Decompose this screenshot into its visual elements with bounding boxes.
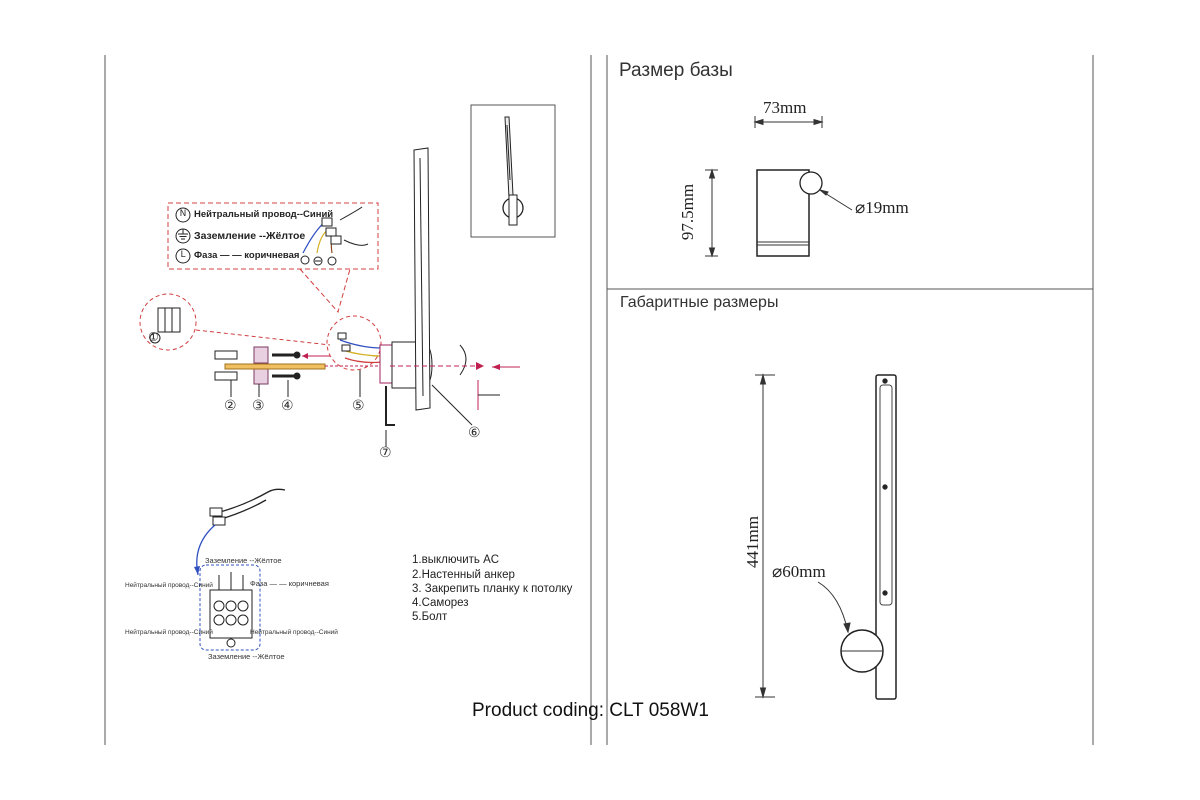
terminal-ground-top: Заземление --Жёлтое [205,556,282,565]
step-4: 4.Саморез [412,597,469,609]
terminal-neutral-left2: Нейтральный провод--Синий [125,629,213,636]
base-height-label: 97.5mm [678,183,698,241]
product-thumbnail [470,104,556,238]
wiring-legend-box [167,202,379,314]
overall-size-title: Габаритные размеры [620,294,779,311]
overall-size-drawing [755,373,897,700]
step-5: 5.Болт [412,611,448,623]
part-number-1: ① [148,330,159,344]
base-size-drawing [705,116,853,258]
terminal-ground-bottom: Заземление --Жёлтое [208,652,285,661]
legend-neutral: Нейтральный провод--Синий [194,209,334,220]
total-height-label: 441mm [742,516,762,568]
legend-phase: Фаза — — коричневая [194,250,300,261]
part-number-4: ④ [281,398,294,414]
product-coding: Product coding: CLT 058W1 [472,700,709,721]
step-2: 2.Настенный анкер [412,569,515,581]
step-3: 3. Закрепить планку к потолку [412,583,573,595]
part-number-3: ③ [252,398,265,414]
terminal-neutral-right2: Нейтральный провод--Синий [250,629,338,636]
mounting-assembly [214,147,520,447]
part-number-5: ⑤ [352,398,365,414]
terminal-phase-right: Фаза — — коричневая [250,579,329,588]
terminal-connection-diagram [194,488,286,651]
legend-ground: Заземление --Жёлтое [194,230,306,242]
part-number-2: ② [224,398,237,414]
neutral-symbol: N [179,209,187,219]
terminal-neutral-left: Нейтральный провод--Синий [125,582,213,589]
base-diameter-label: ⌀19mm [855,198,909,217]
terminal-block-detail [139,293,331,351]
base-width-label: 73mm [763,98,807,117]
phase-symbol: L [180,250,186,260]
step-1: 1.выключить AC [412,554,500,566]
head-diameter-label: ⌀60mm [772,562,826,581]
part-number-7: ⑦ [379,445,392,461]
part-number-6: ⑥ [468,425,481,441]
base-size-title: Размер базы [619,60,733,81]
